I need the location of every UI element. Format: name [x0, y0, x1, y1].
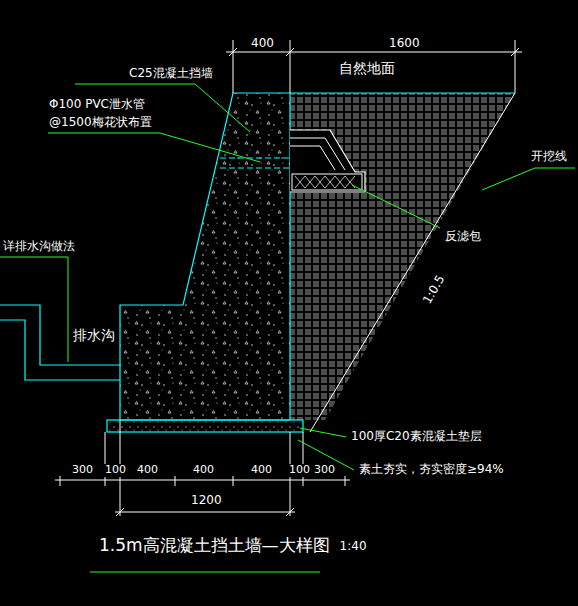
dimension: 400 — [136, 464, 159, 477]
callout-label: 100厚C20素混凝土垫层 — [350, 430, 483, 444]
callout-label: C25混凝土挡墙 — [128, 67, 214, 81]
callout-label: 开挖线 — [530, 150, 568, 164]
dimension: 400 — [250, 37, 275, 51]
scale-label: 1:40 — [339, 540, 368, 554]
callout-label: 素土夯实，夯实密度≥94% — [358, 463, 505, 477]
dimension: 1200 — [190, 494, 223, 508]
callout-label: @1500梅花状布置 — [48, 116, 153, 130]
dimension: 400 — [192, 464, 215, 477]
drawing-title: 1.5m高混凝土挡土墙—大样图 — [98, 536, 331, 556]
dimension: 300 — [71, 464, 94, 477]
slope-label: 1:0.5 — [420, 272, 448, 307]
dimension: 400 — [250, 464, 273, 477]
dimension: 300 — [313, 464, 336, 477]
dimension: 100 — [104, 464, 127, 477]
callout-label: 详排水沟做法 — [2, 240, 76, 254]
dimension: 1600 — [388, 37, 421, 51]
callout-label: Φ100 PVC泄水管 — [48, 98, 146, 112]
callout-label: 反滤包 — [444, 230, 482, 244]
ditch-label: 排水沟 — [72, 327, 116, 343]
ground-label: 自然地面 — [338, 60, 396, 76]
dimension: 100 — [288, 464, 311, 477]
